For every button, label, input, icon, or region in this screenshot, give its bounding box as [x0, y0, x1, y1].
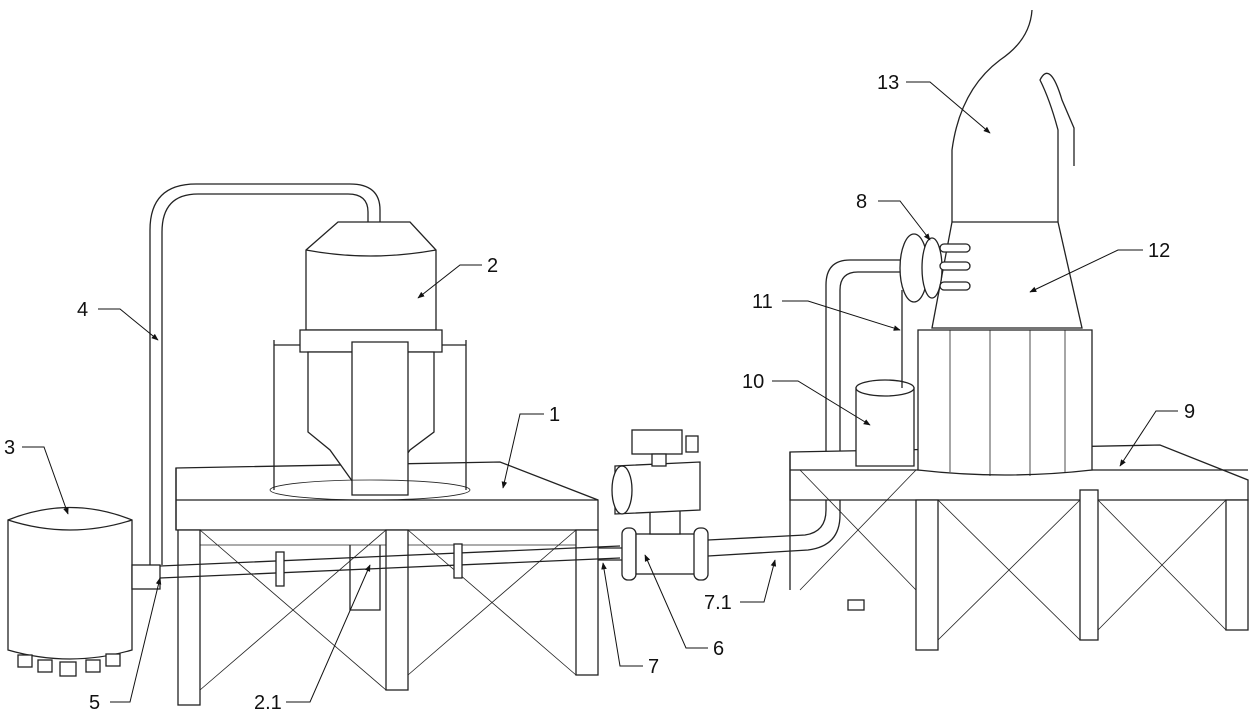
- label-3: 3: [4, 437, 68, 514]
- label-4: 4: [77, 299, 158, 340]
- svg-text:2.1: 2.1: [254, 692, 282, 714]
- svg-text:6: 6: [713, 638, 724, 660]
- svg-text:3: 3: [4, 437, 15, 459]
- svg-text:13: 13: [877, 72, 899, 94]
- tower-12-13: [918, 10, 1092, 476]
- box-10: [856, 380, 914, 466]
- label-13: 13: [877, 72, 990, 133]
- stand-9: [790, 445, 1248, 650]
- svg-text:4: 4: [77, 299, 88, 321]
- label-10: 10: [742, 371, 870, 425]
- label-7-1: 7.1: [704, 560, 775, 614]
- valve-6: [598, 430, 708, 580]
- svg-text:7.1: 7.1: [704, 592, 732, 614]
- svg-text:5: 5: [89, 692, 100, 714]
- label-2-1: 2.1: [254, 565, 370, 714]
- stand-1: [176, 462, 598, 705]
- svg-text:2: 2: [487, 255, 498, 277]
- svg-text:8: 8: [856, 191, 867, 213]
- svg-text:12: 12: [1148, 240, 1170, 262]
- svg-text:7: 7: [648, 656, 659, 678]
- svg-text:1: 1: [549, 404, 560, 426]
- svg-text:10: 10: [742, 371, 764, 393]
- label-8: 8: [856, 191, 930, 240]
- svg-text:9: 9: [1184, 401, 1195, 423]
- tank-3: [8, 508, 160, 677]
- svg-text:11: 11: [752, 291, 773, 313]
